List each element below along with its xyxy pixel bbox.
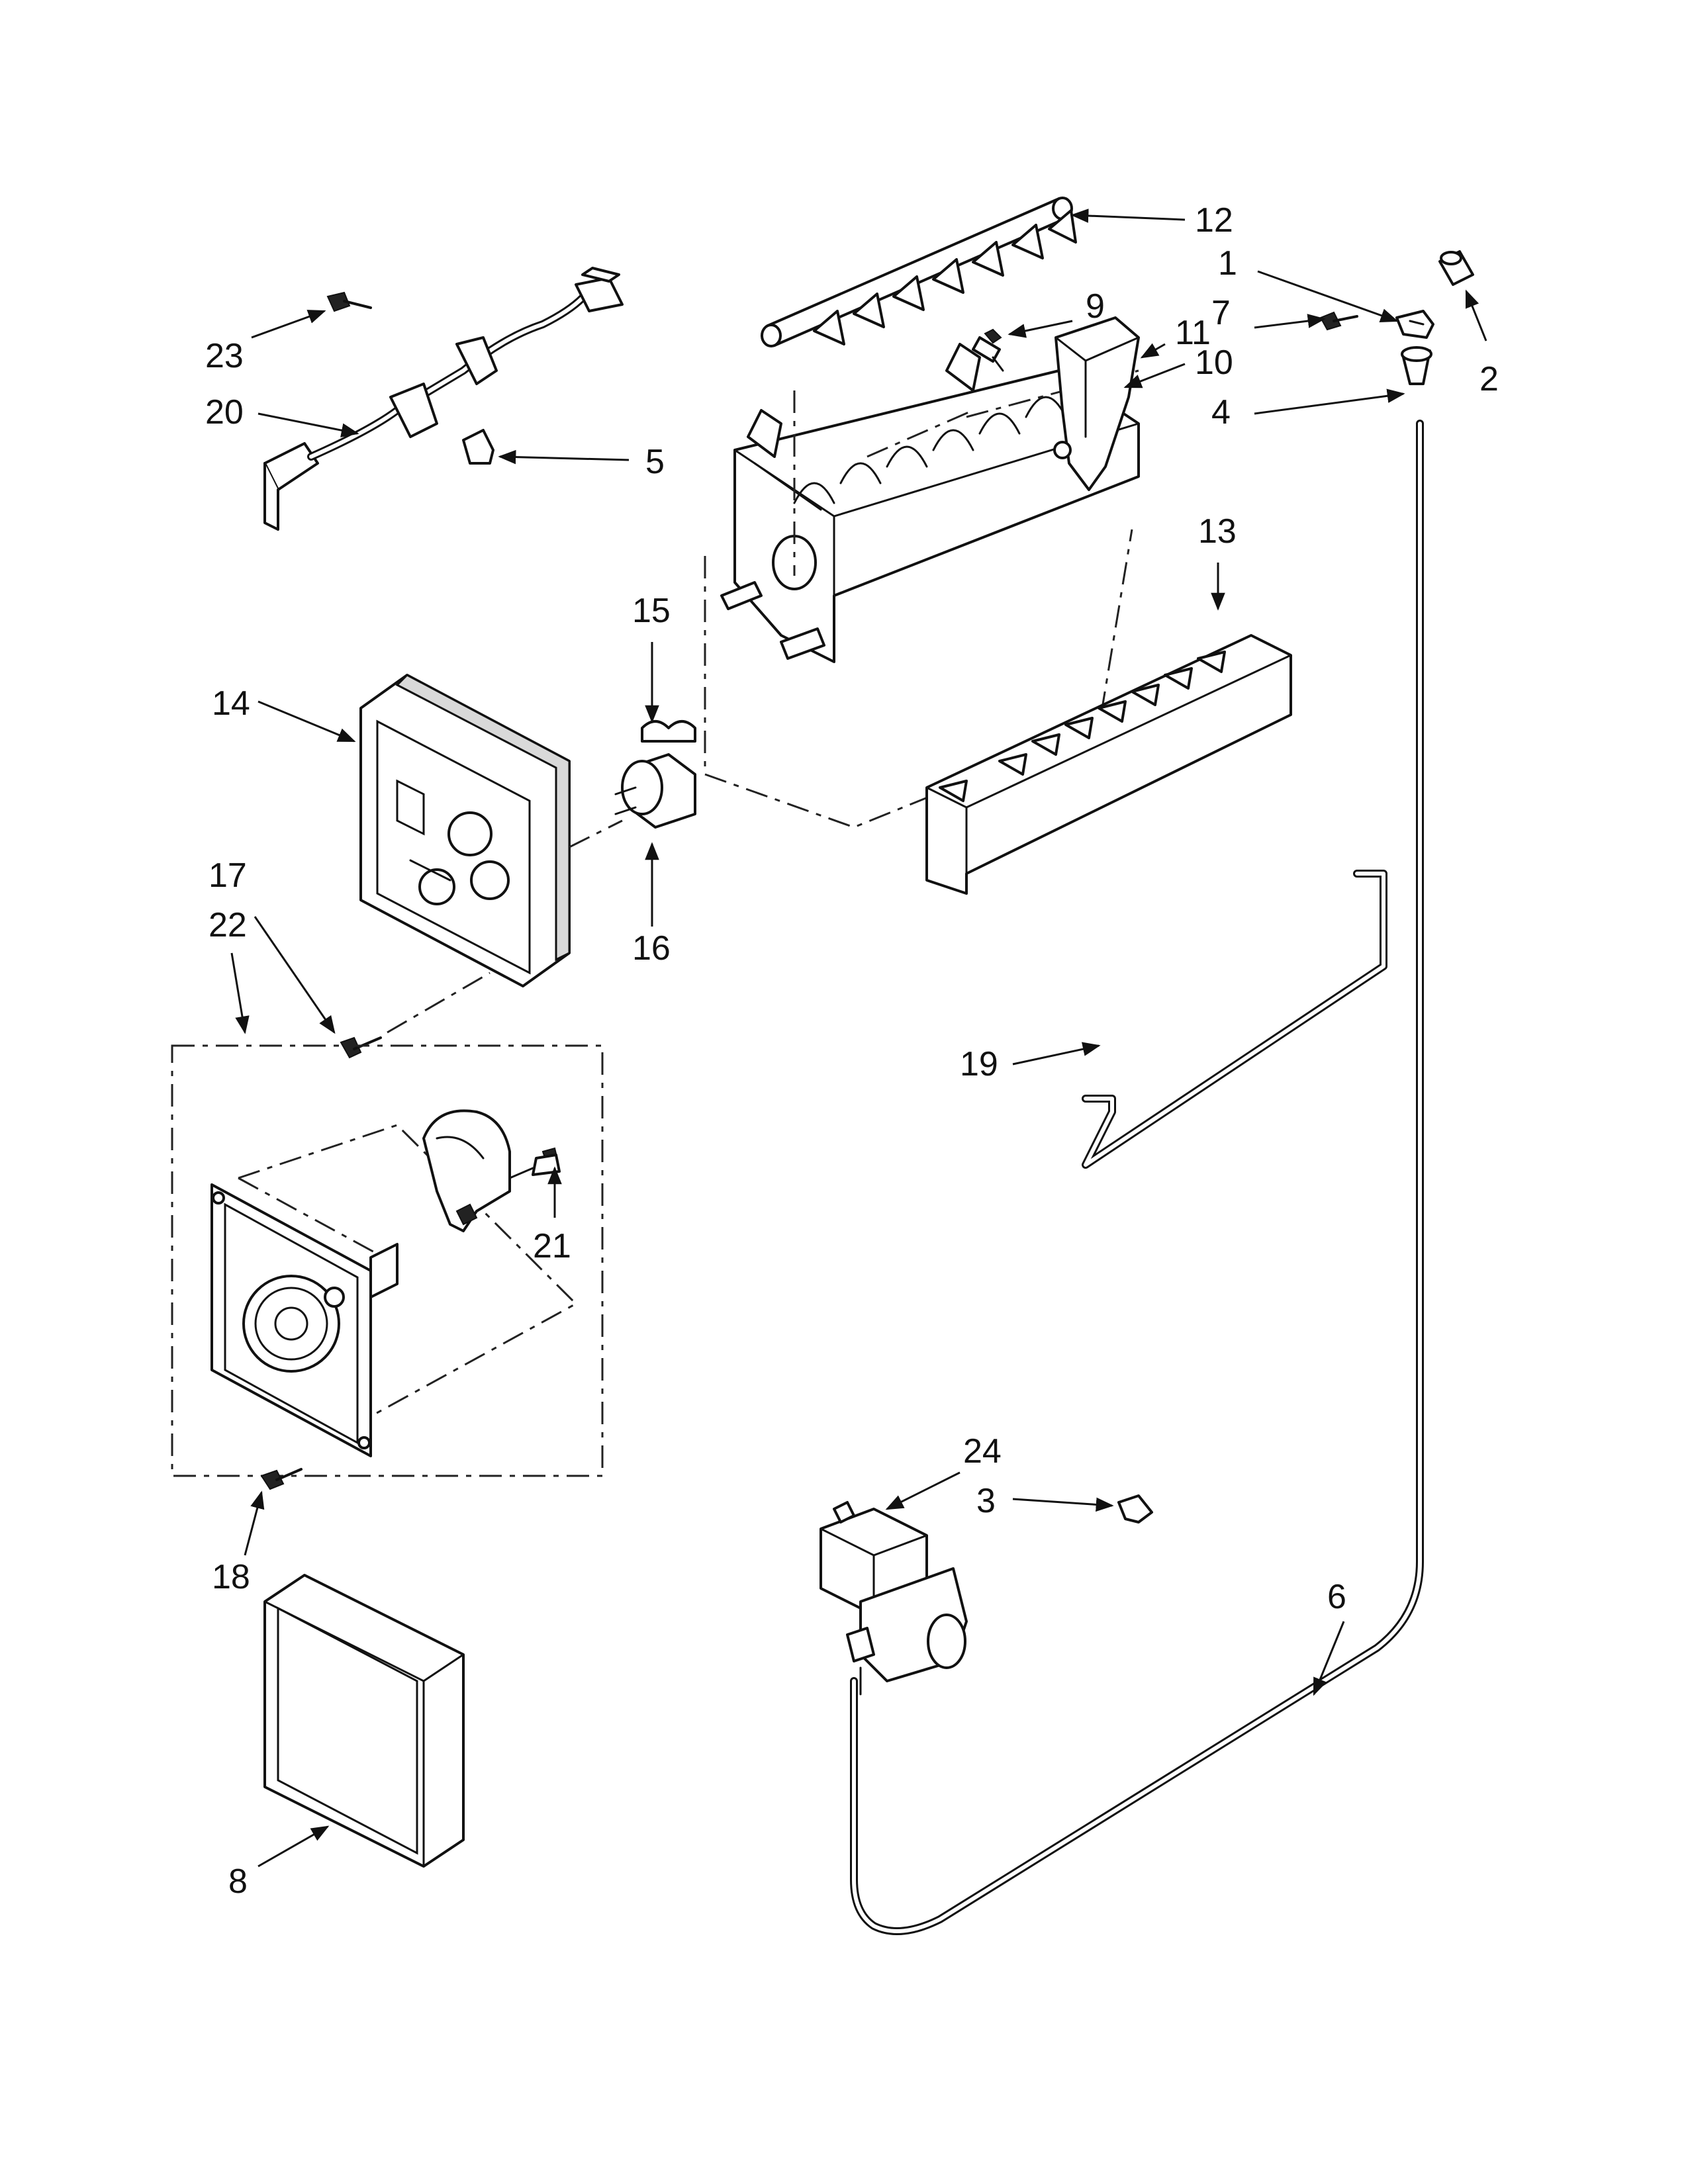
part-17-screw <box>340 1036 382 1059</box>
part-3-clip <box>1117 1494 1153 1524</box>
leader-14 <box>258 700 356 743</box>
callout-23: 23 <box>205 337 244 375</box>
part-7-screw <box>1319 311 1358 331</box>
leader-23 <box>251 310 326 339</box>
part-22-plate <box>211 1183 399 1457</box>
leader-12 <box>1070 208 1186 223</box>
callout-2: 2 <box>1479 360 1499 398</box>
callout-3: 3 <box>976 1482 996 1520</box>
leader-17 <box>254 916 336 1034</box>
part-2-sleeve <box>1438 250 1474 286</box>
part-10-mold <box>720 343 1140 663</box>
callout-15: 15 <box>632 592 671 630</box>
callout-19: 19 <box>960 1045 998 1083</box>
part-20-harness <box>263 267 624 531</box>
part-21-screw <box>508 1147 561 1179</box>
callout-24: 24 <box>963 1432 1002 1471</box>
leader-3 <box>1012 1497 1114 1512</box>
part-11-shield <box>1053 316 1140 491</box>
part-22-motor <box>422 1109 511 1232</box>
callout-20: 20 <box>205 393 244 432</box>
part-14-housing <box>359 674 571 987</box>
leader-24 <box>885 1471 961 1510</box>
part-17-alignment-line <box>387 972 491 1034</box>
callout-1: 1 <box>1218 244 1237 283</box>
leader-7 <box>1254 314 1326 329</box>
part-10-dashed-outline <box>704 529 1133 829</box>
callout-10: 10 <box>1195 343 1233 382</box>
part-19-fill-tube <box>1082 870 1387 1169</box>
leader-2 <box>1465 289 1487 341</box>
leader-5 <box>498 449 630 465</box>
part-16-thermostat <box>614 753 696 829</box>
callout-9: 9 <box>1086 287 1105 326</box>
callout-17: 17 <box>209 856 247 895</box>
callout-12: 12 <box>1195 201 1233 240</box>
part-15-clip <box>641 720 696 743</box>
leader-19 <box>1012 1042 1101 1066</box>
leader-18 <box>244 1490 265 1556</box>
part-1-clamp <box>1395 310 1434 339</box>
part-12-ejector <box>761 197 1077 347</box>
callout-8: 8 <box>228 1862 248 1901</box>
part-13-cover <box>925 634 1292 895</box>
part-19-fill-tube-inner <box>1084 872 1385 1167</box>
part-8-frame <box>263 1574 465 1868</box>
part-9-screw <box>972 328 1004 372</box>
part-5-clip <box>462 429 494 465</box>
callout-13: 13 <box>1198 512 1237 551</box>
part-18-screw <box>260 1468 303 1490</box>
leader-20 <box>258 412 359 437</box>
callout-21: 21 <box>533 1227 571 1265</box>
callout-4: 4 <box>1211 393 1231 432</box>
leader-4 <box>1254 388 1405 415</box>
part-24-water-valve <box>820 1501 968 1682</box>
leader-1 <box>1257 270 1399 322</box>
callout-7: 7 <box>1211 294 1231 332</box>
part-22-inner-guides <box>238 1124 578 1418</box>
leader-11 <box>1140 343 1166 359</box>
part-22-dashed-frame <box>171 1044 604 1477</box>
leader-22 <box>230 952 250 1034</box>
leader-8 <box>258 1825 330 1868</box>
leader-lines <box>230 208 1487 1868</box>
part-16-alignment-line <box>569 819 623 848</box>
leader-6 <box>1313 1621 1345 1696</box>
callout-22: 22 <box>209 906 247 944</box>
callout-18: 18 <box>212 1558 250 1596</box>
callout-labels: 12 1 7 2 4 9 11 10 13 23 20 5 14 15 16 1… <box>205 201 1499 1901</box>
callout-14: 14 <box>212 684 250 723</box>
callout-16: 16 <box>632 929 671 968</box>
leader-9 <box>1008 320 1073 338</box>
part-23-screw <box>326 291 372 312</box>
callout-5: 5 <box>645 443 665 481</box>
callout-6: 6 <box>1327 1578 1346 1616</box>
part-6-water-tube <box>850 420 1424 1935</box>
part-4-fill-cup <box>1401 346 1432 385</box>
callout-11: 11 <box>1175 314 1211 352</box>
leader-10 <box>1123 363 1186 388</box>
part-6-water-tube-inner <box>852 422 1422 1933</box>
